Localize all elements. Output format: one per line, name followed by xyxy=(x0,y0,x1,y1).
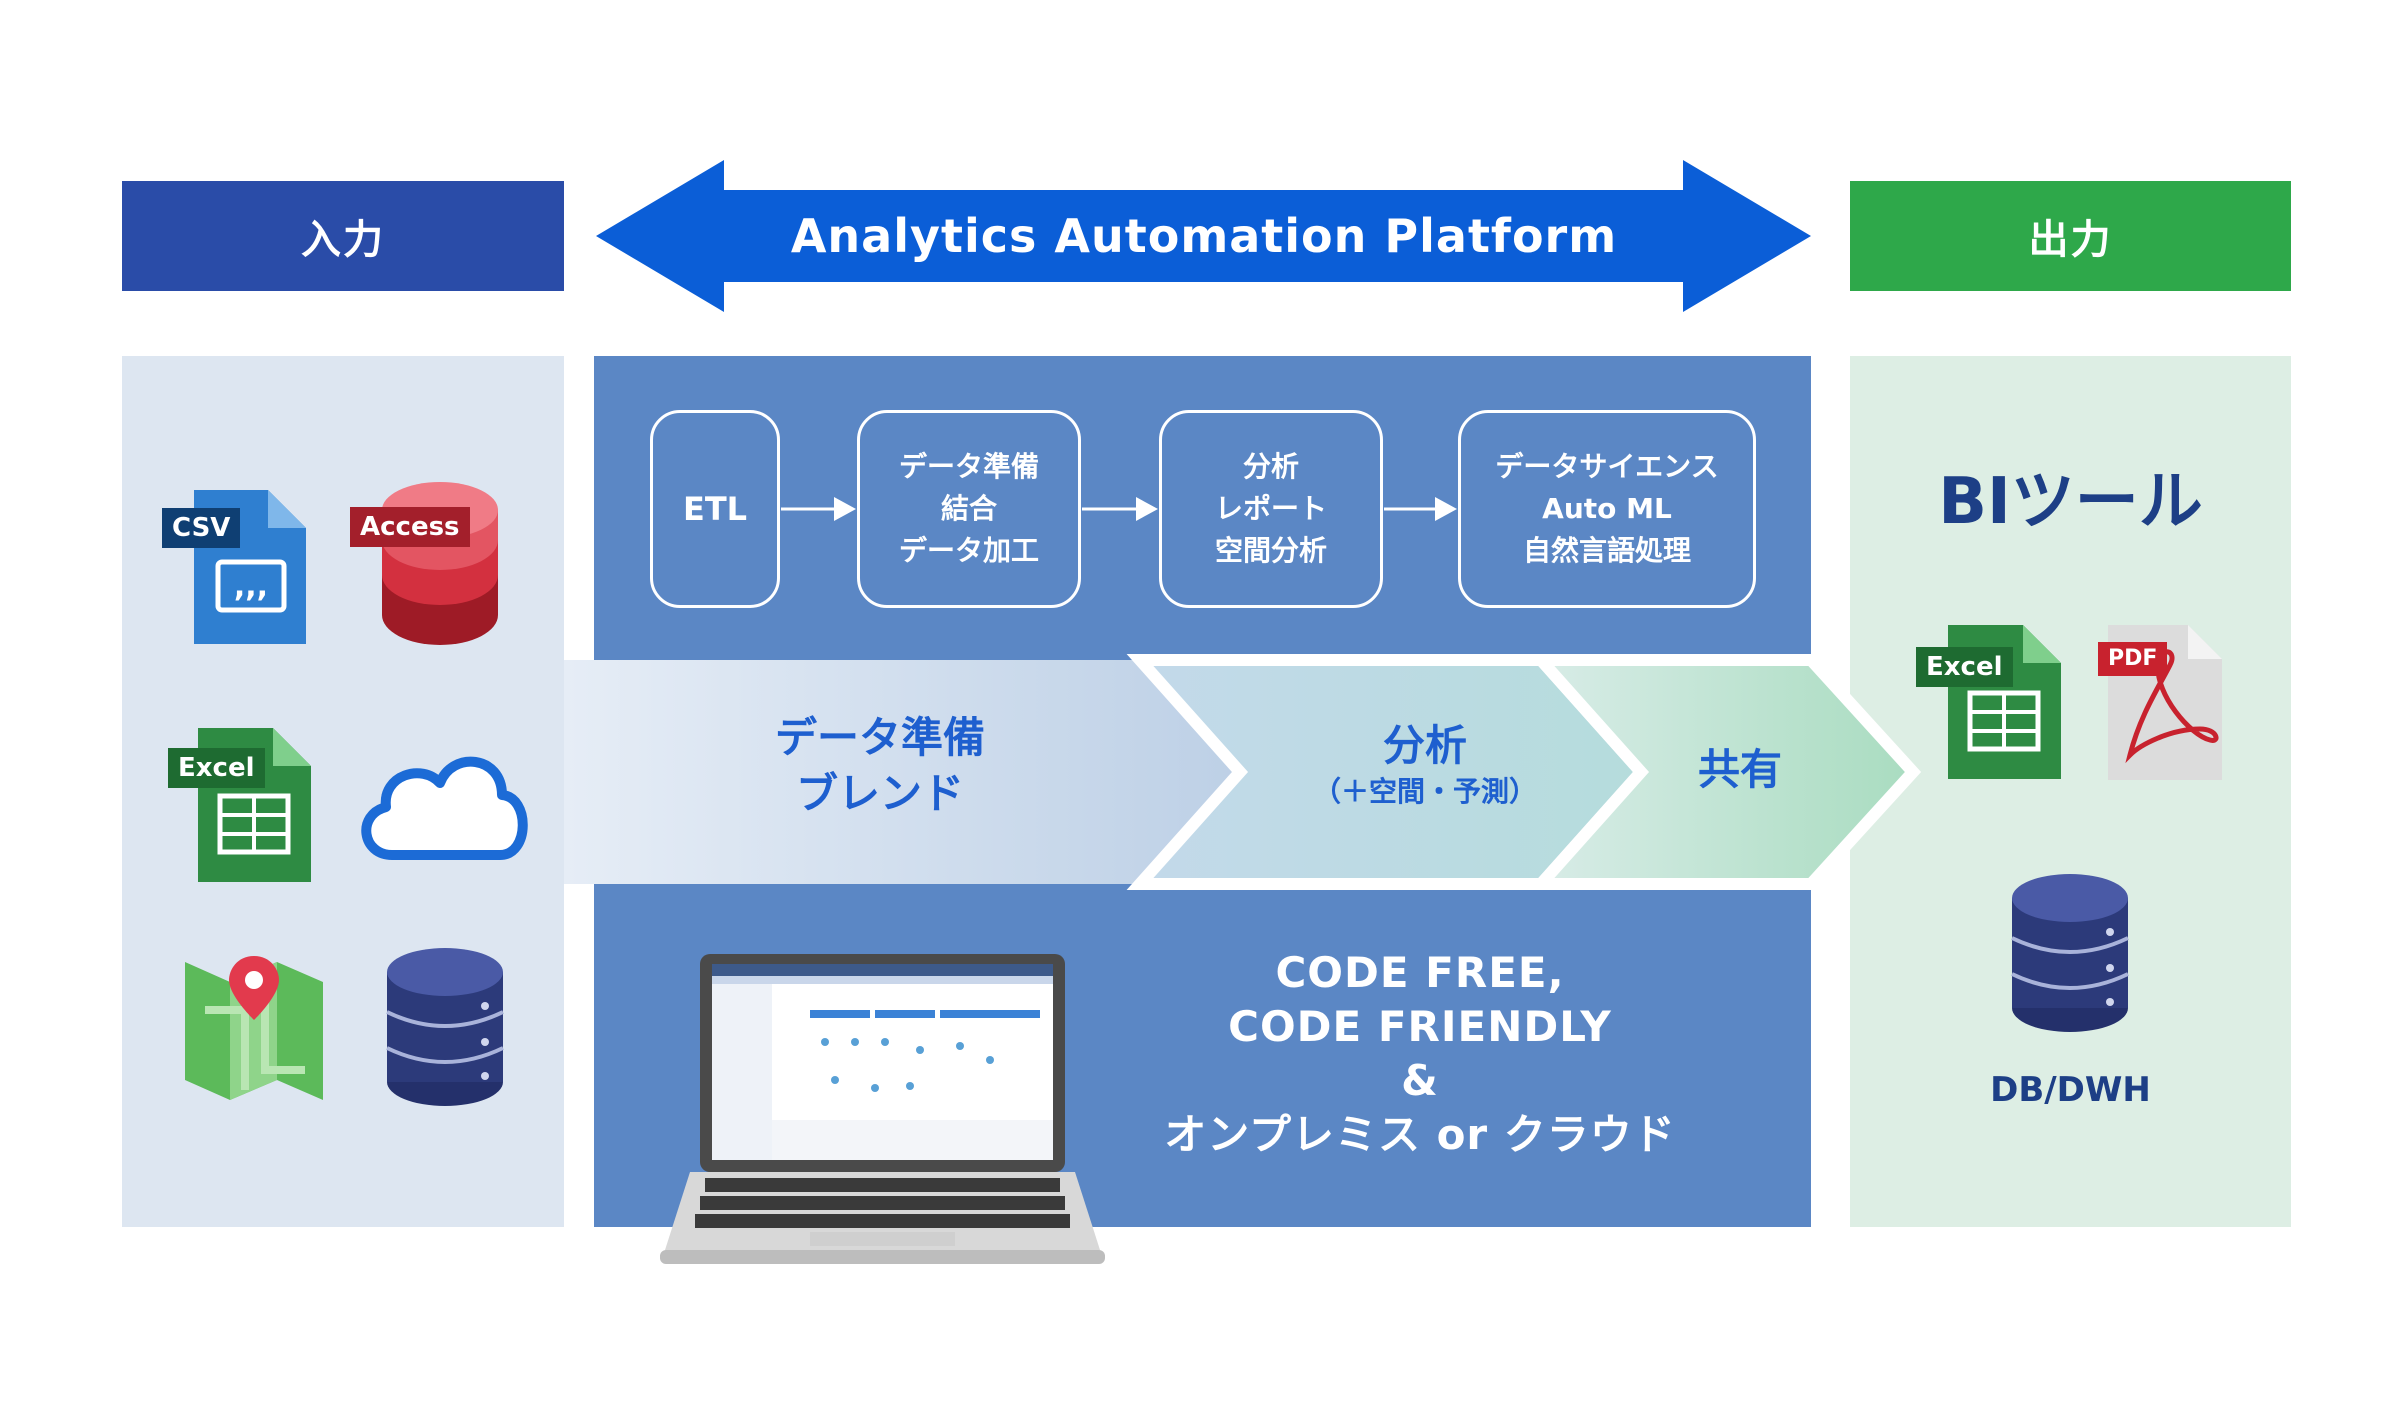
laptop-illustration xyxy=(660,954,1105,1264)
platform-double-arrow xyxy=(596,160,1811,312)
bi-tool-label: BIツール xyxy=(1938,465,2203,539)
cloud-icon xyxy=(361,756,528,860)
flow-analysis-line2: （＋空間・予測） xyxy=(1312,775,1537,808)
flow-share-text: 共有 xyxy=(1660,742,1820,798)
bottom-line-4: オンプレミス or クラウド xyxy=(1164,1110,1676,1159)
step-line: レポート xyxy=(1214,492,1327,525)
db-dwh-label: DB/DWH xyxy=(1990,1070,2151,1110)
bottom-feature-text: CODE FREE, CODE FRIENDLY & オンプレミス or クラウ… xyxy=(1140,946,1700,1162)
input-header-label: 入力 xyxy=(301,217,385,263)
output-header-label: 出力 xyxy=(2028,217,2113,263)
bottom-line-1: CODE FREE, xyxy=(1275,948,1565,997)
step-data-science: データサイエンス Auto ML 自然言語処理 xyxy=(1458,410,1756,608)
pdf-tag: PDF xyxy=(2098,642,2168,676)
map-location-icon xyxy=(185,956,323,1100)
step-line: データ加工 xyxy=(898,534,1039,567)
step-line: 分析 xyxy=(1242,450,1299,483)
output-excel-tag: Excel xyxy=(1916,647,2013,687)
access-database-icon xyxy=(382,482,498,645)
flow-prep-line1: データ準備 xyxy=(774,713,985,762)
chevron-prep xyxy=(564,660,1240,884)
step-line: 結合 xyxy=(940,492,997,525)
flow-share-label: 共有 xyxy=(1697,745,1782,794)
svg-text:,,,: ,,, xyxy=(234,569,268,604)
excel-tag: Excel xyxy=(168,748,265,788)
input-header: 入力 xyxy=(122,181,564,291)
platform-header: Analytics Automation Platform xyxy=(724,190,1684,282)
flow-prep-text: データ準備 ブレンド xyxy=(700,710,1060,822)
step-line: データ準備 xyxy=(898,450,1039,483)
bottom-line-3: & xyxy=(1401,1056,1439,1105)
access-tag: Access xyxy=(350,507,470,547)
csv-tag: CSV xyxy=(162,508,241,548)
step-etl: ETL xyxy=(650,410,780,608)
flow-analysis-text: 分析 （＋空間・予測） xyxy=(1260,720,1590,812)
database-icon xyxy=(386,948,504,1106)
step-data-prep: データ準備 結合 データ加工 xyxy=(857,410,1081,608)
flow-analysis-line1: 分析 xyxy=(1382,721,1467,770)
step-line: データサイエンス xyxy=(1495,450,1719,483)
platform-header-label: Analytics Automation Platform xyxy=(790,209,1618,263)
step-line: 空間分析 xyxy=(1214,534,1327,567)
chevron-share xyxy=(1527,654,1922,890)
step-analysis: 分析 レポート 空間分析 xyxy=(1159,410,1383,608)
output-database-icon xyxy=(2011,874,2129,1032)
bottom-line-2: CODE FRIENDLY xyxy=(1228,1002,1612,1051)
step-etl-line: ETL xyxy=(682,490,748,528)
output-panel xyxy=(1850,356,2291,1227)
step-line: 自然言語処理 xyxy=(1522,534,1691,567)
output-header: 出力 xyxy=(1850,181,2291,291)
flow-prep-line2: ブレンド xyxy=(795,769,964,818)
step-line: Auto ML xyxy=(1542,492,1672,525)
